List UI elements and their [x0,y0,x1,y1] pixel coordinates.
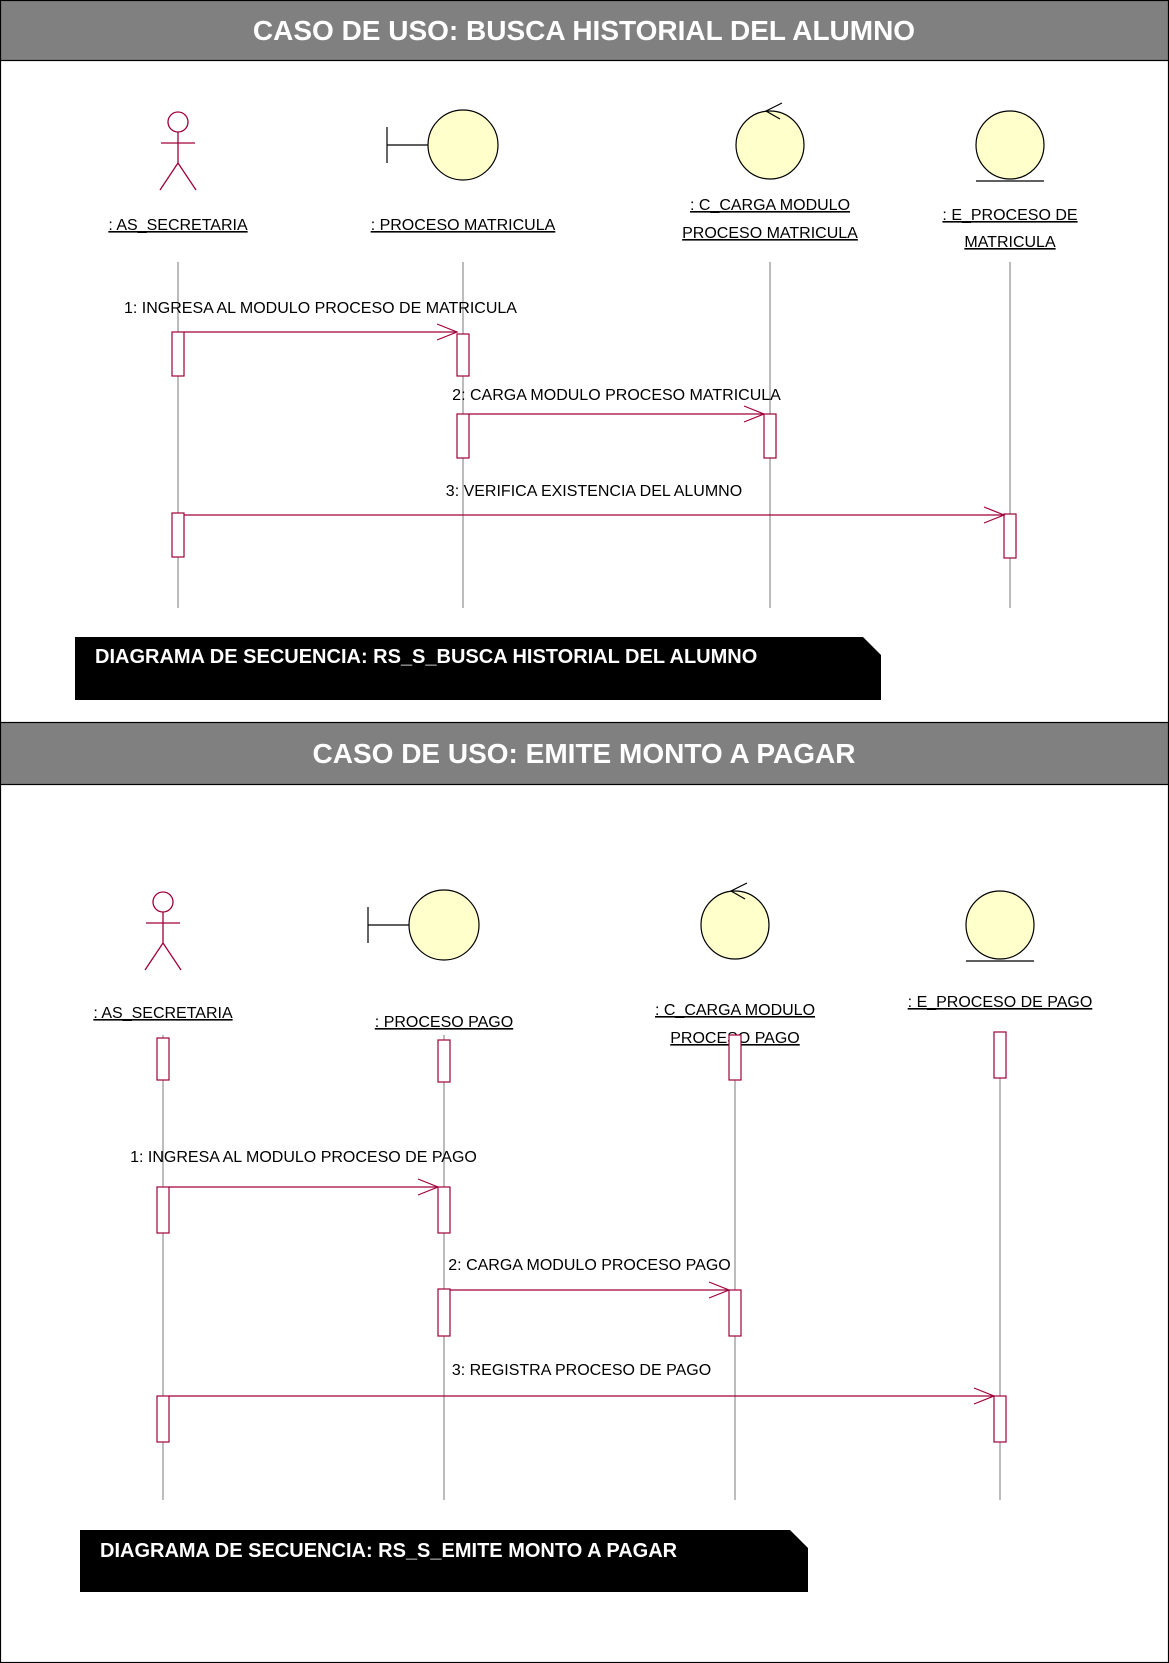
control-icon [735,102,805,180]
message-label: 1: INGRESA AL MODULO PROCESO DE MATRICUL… [124,300,517,317]
title-tag-box [75,637,881,700]
message-label: 1: INGRESA AL MODULO PROCESO DE PAGO [130,1149,477,1166]
use-case-header-bar [0,0,1169,62]
arrowhead-icon [983,506,1006,524]
message-2: 2: CARGA MODULO PROCESO PAGO [437,1257,742,1337]
activation-bar [456,333,470,377]
actor-icon [144,891,182,971]
participant-label: : PROCESO MATRICULA [371,217,556,234]
activation-bar [171,512,185,558]
arrowhead-icon [708,1281,731,1299]
use-case-header-title: CASO DE USO: BUSCA HISTORIAL DEL ALUMNO [253,15,915,46]
message-label: 3: VERIFICA EXISTENCIA DEL ALUMNO [446,483,742,500]
participant-boundary: : PROCESO PAGO [367,889,513,1500]
boundary-icon [386,109,499,181]
message-label: 2: CARGA MODULO PROCESO PAGO [448,1257,730,1274]
activation-bar [763,413,777,459]
sequence-diagram-1: CASO DE USO: BUSCA HISTORIAL DEL ALUMNO:… [0,0,1169,700]
participant-entity: : E_PROCESO DE PAGO [908,890,1093,1500]
participant-label: : E_PROCESO DE [942,207,1077,224]
entity-icon [975,110,1045,182]
participant-label: : C_CARGA MODULO [690,197,850,214]
participant-boundary: : PROCESO MATRICULA [371,109,556,608]
boundary-icon [367,889,480,961]
arrowhead-icon [743,405,766,423]
activation-bar [437,1186,451,1234]
activation-bar [728,1289,742,1337]
entity-icon [965,890,1035,962]
activation-bar [1003,513,1017,559]
diagram-title: DIAGRAMA DE SECUENCIA: RS_S_BUSCA HISTOR… [95,646,757,668]
diagram-title-tag: DIAGRAMA DE SECUENCIA: RS_S_EMITE MONTO … [80,1530,808,1592]
activation-bar [171,331,185,377]
message-2: 2: CARGA MODULO PROCESO MATRICULA [452,387,781,459]
participant-label: PROCESO MATRICULA [682,225,858,242]
participant-label: : AS_SECRETARIA [108,217,248,234]
control-icon [700,882,770,960]
message-3: 3: REGISTRA PROCESO DE PAGO [156,1362,1007,1443]
activation-bar [437,1288,451,1337]
activation-bar [456,413,470,459]
use-case-header-bar [0,721,1169,786]
sequence-diagram-2: CASO DE USO: EMITE MONTO A PAGAR : AS_SEC… [0,721,1169,1592]
activation-bar [437,1039,451,1083]
use-case-header-title: CASO DE USO: EMITE MONTO A PAGAR [313,738,856,769]
activation-bar [156,1395,170,1443]
participant-control: : C_CARGA MODULO PROCESO MATRICULA [682,102,858,608]
message-label: 3: REGISTRA PROCESO DE PAGO [452,1362,711,1379]
message-1: 1: INGRESA AL MODULO PROCESO DE MATRICUL… [124,300,517,377]
message-3: 3: VERIFICA EXISTENCIA DEL ALUMNO [171,483,1017,559]
activation-bar [993,1395,1007,1443]
participant-label: : C_CARGA MODULO [655,1002,815,1019]
activation-bar [993,1031,1007,1079]
diagram-title-tag: DIAGRAMA DE SECUENCIA: RS_S_BUSCA HISTOR… [75,637,881,700]
arrowhead-icon [973,1387,996,1405]
participant-label: : AS_SECRETARIA [93,1005,233,1022]
participant-label: : PROCESO PAGO [375,1014,513,1031]
participant-label: : E_PROCESO DE PAGO [908,994,1093,1011]
actor-icon [159,111,197,191]
arrowhead-icon [417,1178,440,1196]
activation-bar [156,1037,170,1081]
activation-bar [156,1186,170,1234]
activation-bar [728,1034,742,1081]
message-1: 1: INGRESA AL MODULO PROCESO DE PAGO [130,1149,477,1234]
participant-label: MATRICULA [964,234,1056,251]
diagram-title: DIAGRAMA DE SECUENCIA: RS_S_EMITE MONTO … [100,1540,678,1562]
message-label: 2: CARGA MODULO PROCESO MATRICULA [452,387,781,404]
arrowhead-icon [436,323,459,341]
title-tag-box [80,1530,808,1592]
